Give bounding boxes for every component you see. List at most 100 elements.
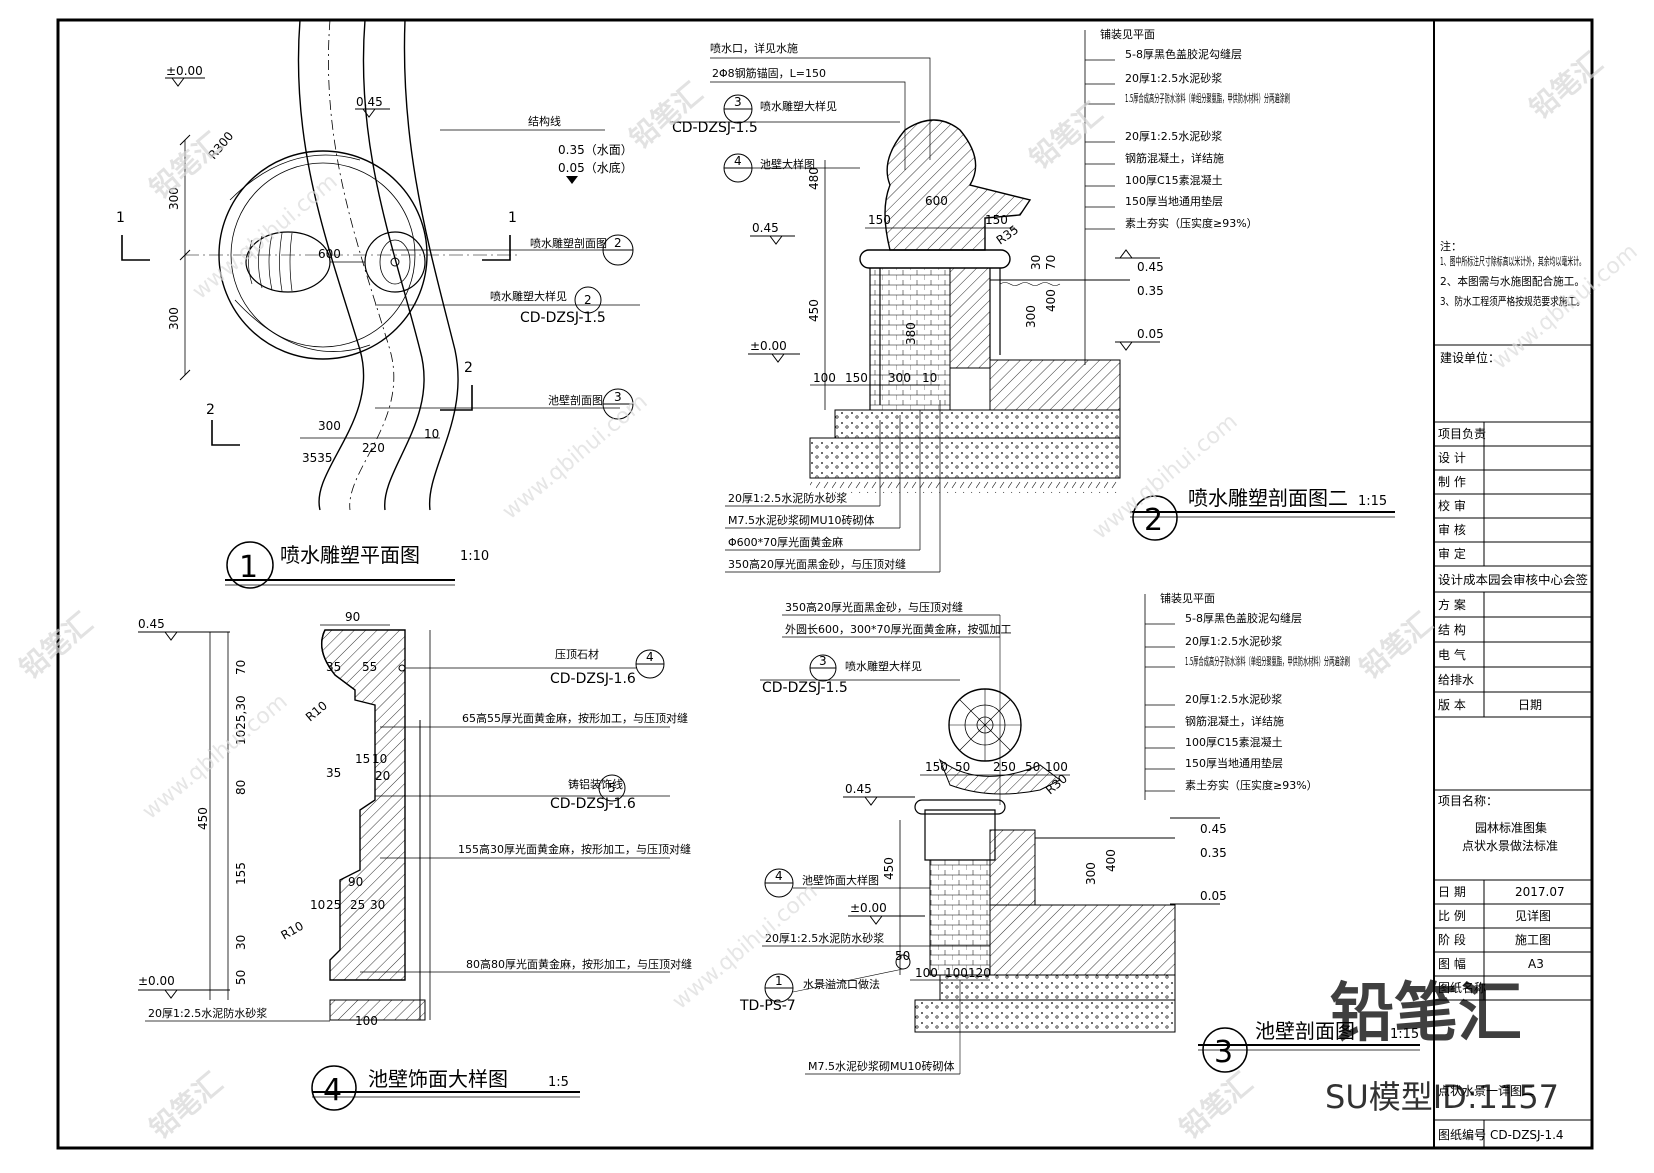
d4-note-3: 155高30厚光面黄金麻，按形加工，与压顶对缝 bbox=[458, 842, 691, 856]
sheet-frame bbox=[56, 18, 1594, 1150]
tb-row-1: 设 计 bbox=[1438, 451, 1466, 465]
plan-callout1-num: 2 bbox=[614, 236, 622, 250]
wm-url-6: www.qbihui.com bbox=[668, 879, 823, 1014]
s2-dim-400: 400 bbox=[1044, 289, 1058, 312]
d4-note-2-text: 铸铝装饰线 bbox=[568, 777, 623, 791]
d4-note-4: 80高80厚光面黄金麻，按形加工，与压顶对缝 bbox=[466, 957, 692, 971]
s2-dim-30: 30 bbox=[1029, 255, 1043, 270]
s2-layer-notes: 铺装见平面 5-8厚黑色盖胶泥勾缝层 20厚1:2.5水泥砂浆 1.5厚合成高分… bbox=[1100, 28, 1290, 230]
s3-dim-50c: 50 bbox=[895, 949, 910, 963]
s2-dim-10: 10 bbox=[922, 371, 937, 385]
s2-callout3-ref: CD-DZSJ-1.5 bbox=[672, 120, 758, 136]
s3-dim-100: 100 bbox=[1045, 760, 1068, 774]
s2-bottom-note-1: M7.5水泥砂浆砌MU10砖砌体 bbox=[728, 513, 875, 527]
d4-dim-30: 30 bbox=[234, 935, 248, 950]
s2-dim-150a: 150 bbox=[868, 213, 891, 227]
tb-row-0: 项目负责 bbox=[1438, 427, 1486, 441]
s3-dim-250: 250 bbox=[993, 760, 1016, 774]
tb-date-label: 日期 bbox=[1518, 698, 1542, 712]
tb-note-1: 1、图中所标注尺寸除标高以米计外，其余均以毫米计。 bbox=[1440, 254, 1585, 268]
s3-callout4-text: 池壁饰面大样图 bbox=[802, 873, 879, 887]
s2-layer-6: 100厚C15素混凝土 bbox=[1125, 173, 1223, 187]
s3-dim-100b: 100 bbox=[915, 966, 938, 980]
wm-url-2: www.qbihui.com bbox=[498, 389, 653, 524]
s3-title-num: 3 bbox=[1214, 1035, 1233, 1070]
plan-section2-right: 2 bbox=[464, 360, 473, 376]
d4-dim-20: 20 bbox=[375, 769, 390, 783]
plan-level-water: 0.35（水面） bbox=[558, 143, 633, 157]
s2-dim-70: 70 bbox=[1044, 255, 1058, 270]
wall-detail-drawing: 70 1025,30 80 155 30 50 450 0.45 ±0.00 9… bbox=[138, 610, 692, 1111]
d4-dim-30b: 30 bbox=[370, 898, 385, 912]
section2-drawing: 480 450 380 300 400 70 30 150 600 150 R3… bbox=[670, 28, 1395, 573]
tb-sign-1: 结 构 bbox=[1438, 622, 1466, 637]
tb-row-3: 校 审 bbox=[1438, 498, 1466, 513]
s3-top-note-1: 外圆长600，300*70厚光面黄金麻，按弧加工 bbox=[785, 622, 1012, 636]
s2-layer-3: 1.5厚合成高分子防水涂料（单组分聚氨酯，甲供防水材料）分两遍涂刷 bbox=[1125, 91, 1290, 105]
wm-brand-6: 铅笔汇 bbox=[1353, 606, 1439, 685]
d4-dim-10b: 10 bbox=[310, 898, 325, 912]
s3-callout3-ref: CD-DZSJ-1.5 bbox=[762, 680, 848, 696]
plan-level-top: ±0.00 bbox=[166, 64, 203, 78]
title-block: 注： 1、图中所标注尺寸除标高以米计外，其余均以毫米计。 2、本图需与水施图配合… bbox=[1434, 239, 1592, 1148]
tb-sign-header: 设计成本园会审核中心会签 bbox=[1438, 572, 1588, 587]
tb-sign-0: 方 案 bbox=[1438, 597, 1466, 612]
plan-level-bottom: 0.05（水底） bbox=[558, 160, 633, 175]
d4-note-5: 20厚1:2.5水泥防水砂浆 bbox=[148, 1006, 267, 1020]
wm-brand-7: 铅笔汇 bbox=[143, 1066, 229, 1145]
tb-info-0-value: 2017.07 bbox=[1515, 885, 1565, 899]
s3-layer-6: 100厚C15素混凝土 bbox=[1185, 735, 1283, 749]
s3-dim-300: 300 bbox=[1084, 862, 1098, 885]
wm-brand-5: 铅笔汇 bbox=[13, 606, 99, 685]
tb-sheet-no-label: 图纸编号 bbox=[1438, 1127, 1486, 1142]
d4-radius-2: R10 bbox=[279, 919, 306, 943]
d4-dim-155: 155 bbox=[234, 862, 248, 885]
tb-info-0-label: 日 期 bbox=[1438, 885, 1466, 899]
s2-level-045: 0.45 bbox=[752, 221, 779, 235]
tb-row-2: 制 作 bbox=[1438, 475, 1466, 489]
plan-drawing: 300 300 600 R300 ±0.00 0.45 0.35（水面） 0.0… bbox=[116, 19, 640, 589]
s3-callout1-text: 水景溢流口做法 bbox=[803, 977, 880, 991]
plan-dim-10: 10 bbox=[424, 427, 439, 441]
s3-level-000: ±0.00 bbox=[850, 901, 887, 915]
s3-layer-2: 20厚1:2.5水泥砂浆 bbox=[1185, 634, 1282, 648]
tb-info-2-label: 阶 段 bbox=[1438, 932, 1466, 947]
d4-note-2-num: 5 bbox=[608, 781, 616, 795]
s3-callout1-ref: TD-PS-7 bbox=[739, 998, 796, 1014]
s3-layer-5: 钢筋混凝土，详结施 bbox=[1185, 714, 1284, 728]
d4-note-1: 65高55厚光面黄金麻，按形加工，与压顶对缝 bbox=[462, 711, 688, 725]
plan-callout1-text: 喷水雕塑剖面图 bbox=[530, 236, 607, 250]
s3-layer-8: 素土夯实（压实度≥93%） bbox=[1185, 778, 1318, 792]
s2-layer-1: 5-8厚黑色盖胶泥勾缝层 bbox=[1125, 47, 1242, 61]
s2-title: 喷水雕塑剖面图二 bbox=[1188, 486, 1348, 510]
plan-title: 喷水雕塑平面图 bbox=[280, 543, 420, 567]
s3-callout3-num: 3 bbox=[819, 654, 827, 668]
d4-dim-450: 450 bbox=[196, 807, 210, 830]
d4-dim-50: 50 bbox=[234, 970, 248, 985]
d4-dim-100: 100 bbox=[355, 1014, 378, 1028]
tb-info-3-label: 图 幅 bbox=[1438, 956, 1466, 971]
tb-unit-label: 建设单位： bbox=[1440, 350, 1500, 365]
s2-layer-8: 素土夯实（压实度≥93%） bbox=[1125, 216, 1258, 230]
s3-level-045b: 0.45 bbox=[1200, 822, 1227, 836]
plan-callout3-num: 3 bbox=[614, 390, 622, 404]
d4-note-0-text: 压顶石材 bbox=[555, 647, 599, 661]
d4-dim-15: 15 bbox=[355, 752, 370, 766]
wm-brand-large: 铅笔汇 bbox=[1330, 977, 1522, 1051]
s3-bottom-note-0: 20厚1:2.5水泥防水砂浆 bbox=[765, 931, 884, 945]
d4-level-000: ±0.00 bbox=[138, 974, 175, 988]
s2-dim-380: 380 bbox=[904, 322, 918, 345]
plan-dim-300b: 300 bbox=[167, 307, 181, 330]
d4-note-2-ref: CD-DZSJ-1.6 bbox=[550, 796, 636, 812]
s3-dim-50a: 50 bbox=[955, 760, 970, 774]
d4-dim-90: 90 bbox=[345, 610, 360, 624]
plan-section1-right: 1 bbox=[508, 210, 517, 226]
wm-model-id: SU模型ID:1157 bbox=[1325, 1078, 1559, 1116]
d4-note-0-ref: CD-DZSJ-1.6 bbox=[550, 671, 636, 687]
s3-dim-450: 450 bbox=[882, 857, 896, 880]
wm-url-1: www.qbihui.com bbox=[188, 169, 343, 304]
s3-callout1-num: 1 bbox=[775, 974, 783, 988]
d4-dim-55: 55 bbox=[362, 660, 377, 674]
plan-title-num: 1 bbox=[239, 550, 258, 585]
